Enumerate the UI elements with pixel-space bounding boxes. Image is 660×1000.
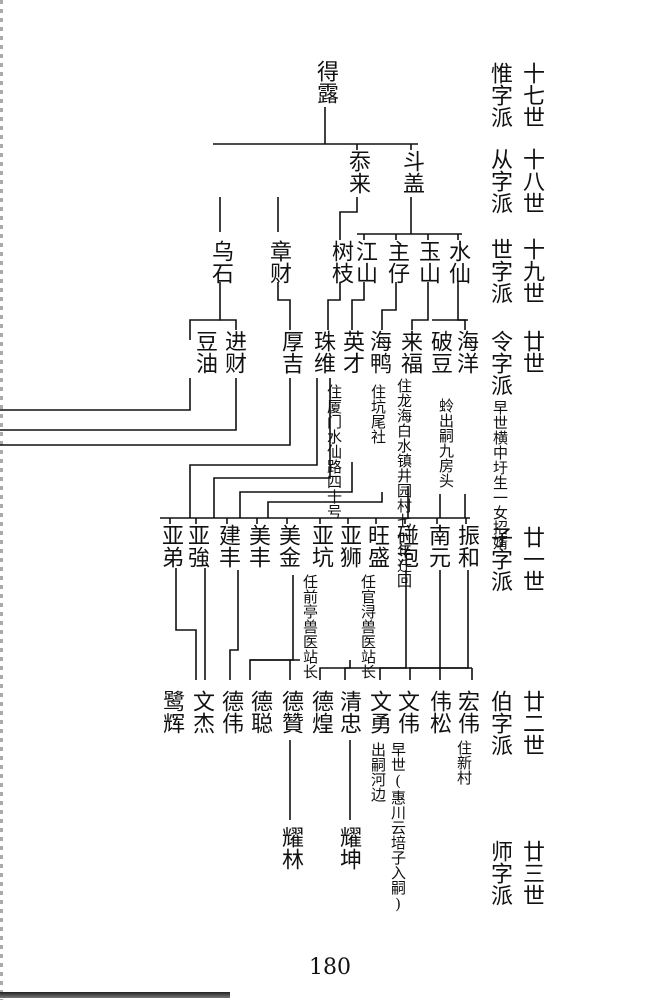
- generation-label: 廿世: [519, 330, 544, 374]
- person-name: 亚狮: [336, 524, 361, 568]
- person-name: 海鸭: [366, 330, 391, 374]
- person-note: 任前亭兽医站长: [301, 574, 319, 679]
- person-note: 住坑尾社: [369, 384, 387, 444]
- person-name: 南元: [425, 524, 450, 568]
- person-name: 碰泡: [393, 524, 418, 568]
- person-name: 文伟: [394, 690, 419, 734]
- person-name: 建丰: [215, 524, 240, 568]
- person-name: 忝来: [345, 150, 370, 194]
- person-name: 珠维: [310, 330, 335, 374]
- person-name: 德伟: [218, 690, 243, 734]
- person-note: 住新村: [455, 740, 473, 785]
- pai-label: 令字派: [487, 330, 512, 396]
- person-name: 破豆: [427, 330, 452, 374]
- person-note: 早世横中圩生一女招婿: [491, 400, 509, 550]
- person-name: 耀林: [278, 826, 303, 870]
- generation-label: 廿三世: [519, 840, 544, 906]
- person-name: 美丰: [245, 524, 270, 568]
- person-name: 豆油: [192, 330, 217, 374]
- person-name: 亚坑: [308, 524, 333, 568]
- generation-label: 十九世: [519, 238, 544, 304]
- generation-label: 十八世: [519, 148, 544, 214]
- generation-label: 十七世: [519, 62, 544, 128]
- person-name: 来福: [397, 330, 422, 374]
- person-name: 主仔: [384, 240, 409, 284]
- person-note: 任官浔兽医站长: [359, 574, 377, 679]
- pai-label: 师字派: [487, 840, 512, 906]
- person-name: 厚吉: [278, 330, 303, 374]
- person-name: 德煌: [308, 690, 333, 734]
- person-name: 乌石: [208, 240, 233, 284]
- person-name: 得露: [313, 60, 338, 104]
- person-name: 海洋: [453, 330, 478, 374]
- pai-label: 子字派: [487, 526, 512, 592]
- person-note: 住龙海白水镇井园村七一年迁回: [395, 378, 413, 588]
- pai-label: 从字派: [487, 148, 512, 214]
- pai-label: 惟字派: [487, 62, 512, 128]
- person-note: 住厦门水仙路四十号: [325, 384, 343, 519]
- pai-label: 世字派: [487, 238, 512, 304]
- generation-label: 廿一世: [519, 526, 544, 592]
- page-number: 180: [309, 955, 351, 980]
- person-name: 亚弟: [158, 524, 183, 568]
- person-name: 美金: [275, 524, 300, 568]
- person-name: 旺盛: [364, 524, 389, 568]
- generation-label: 廿二世: [519, 690, 544, 756]
- person-name: 水仙: [445, 240, 470, 284]
- person-name: 振和: [454, 524, 479, 568]
- person-name: 宏伟: [454, 690, 479, 734]
- person-name: 亚強: [184, 524, 209, 568]
- person-name: 鹭辉: [159, 690, 184, 734]
- person-name: 进财: [221, 330, 246, 374]
- person-name: 江山: [352, 240, 377, 284]
- person-note: 蛉出嗣九房头: [437, 398, 455, 488]
- pai-label: 伯字派: [487, 690, 512, 756]
- person-note: 出嗣河边: [369, 742, 387, 802]
- scan-left-edge: [0, 0, 3, 1000]
- person-name: 斗盖: [399, 150, 424, 194]
- person-name: 树枝: [328, 240, 353, 284]
- person-name: 德贊: [278, 690, 303, 734]
- person-note: 早世(惠川云培子入嗣): [389, 742, 407, 913]
- person-name: 玉山: [415, 240, 440, 284]
- person-name: 伟松: [426, 690, 451, 734]
- person-name: 文勇: [366, 690, 391, 734]
- person-name: 章财: [266, 240, 291, 284]
- scan-bottom-edge: [0, 992, 230, 998]
- person-name: 清忠: [336, 690, 361, 734]
- person-name: 文杰: [189, 690, 214, 734]
- person-name: 英才: [339, 330, 364, 374]
- person-name: 耀坤: [336, 826, 361, 870]
- person-name: 德聪: [247, 690, 272, 734]
